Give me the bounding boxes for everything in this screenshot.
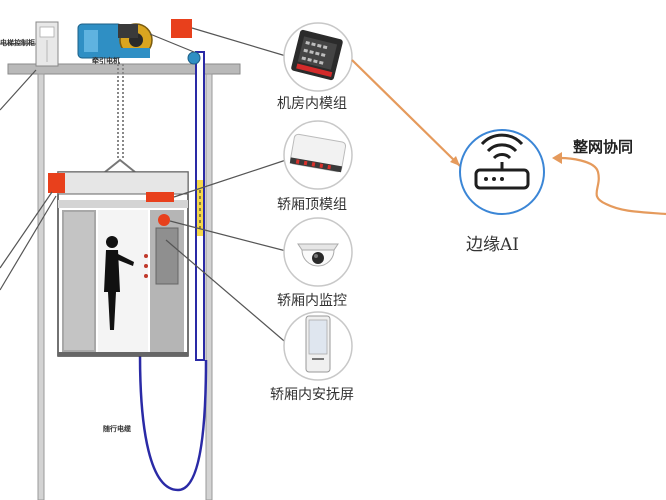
machine-room-marker: [171, 19, 192, 38]
car-camera-marker: [158, 214, 170, 226]
car-left-marker: [48, 173, 65, 193]
comfort-screen-icon: [283, 311, 353, 381]
control-cabinet: [35, 21, 59, 67]
sheave: [149, 33, 201, 65]
person-icon: [104, 236, 134, 330]
module-device-icon: [283, 22, 353, 92]
traction-motor-label: 牵引电机: [92, 57, 120, 65]
car-top-marker: [146, 192, 174, 202]
elevator-shaft: [7, 51, 241, 500]
router-icon: [459, 129, 545, 215]
connector-lines: [0, 27, 291, 347]
car-monitor-label: 轿厢内监控: [277, 293, 347, 309]
car-comfort-screen-label: 轿厢内安抚屏: [270, 387, 354, 403]
module-device-icon: [283, 120, 353, 190]
traveling-cable-label: 随行电缆: [103, 425, 131, 433]
control-cabinet-label: 电梯控制柜: [0, 39, 35, 47]
traction-motor: [77, 23, 153, 59]
car-top-module-label: 轿厢顶模组: [277, 197, 347, 213]
machine-room-module-label: 机房内模组: [277, 96, 347, 112]
edge-ai-label: 边缘AI: [466, 235, 519, 255]
orange-connectors: [351, 59, 666, 216]
dome-camera-icon: [283, 217, 353, 287]
network-coop-label: 整网协同: [573, 138, 634, 156]
